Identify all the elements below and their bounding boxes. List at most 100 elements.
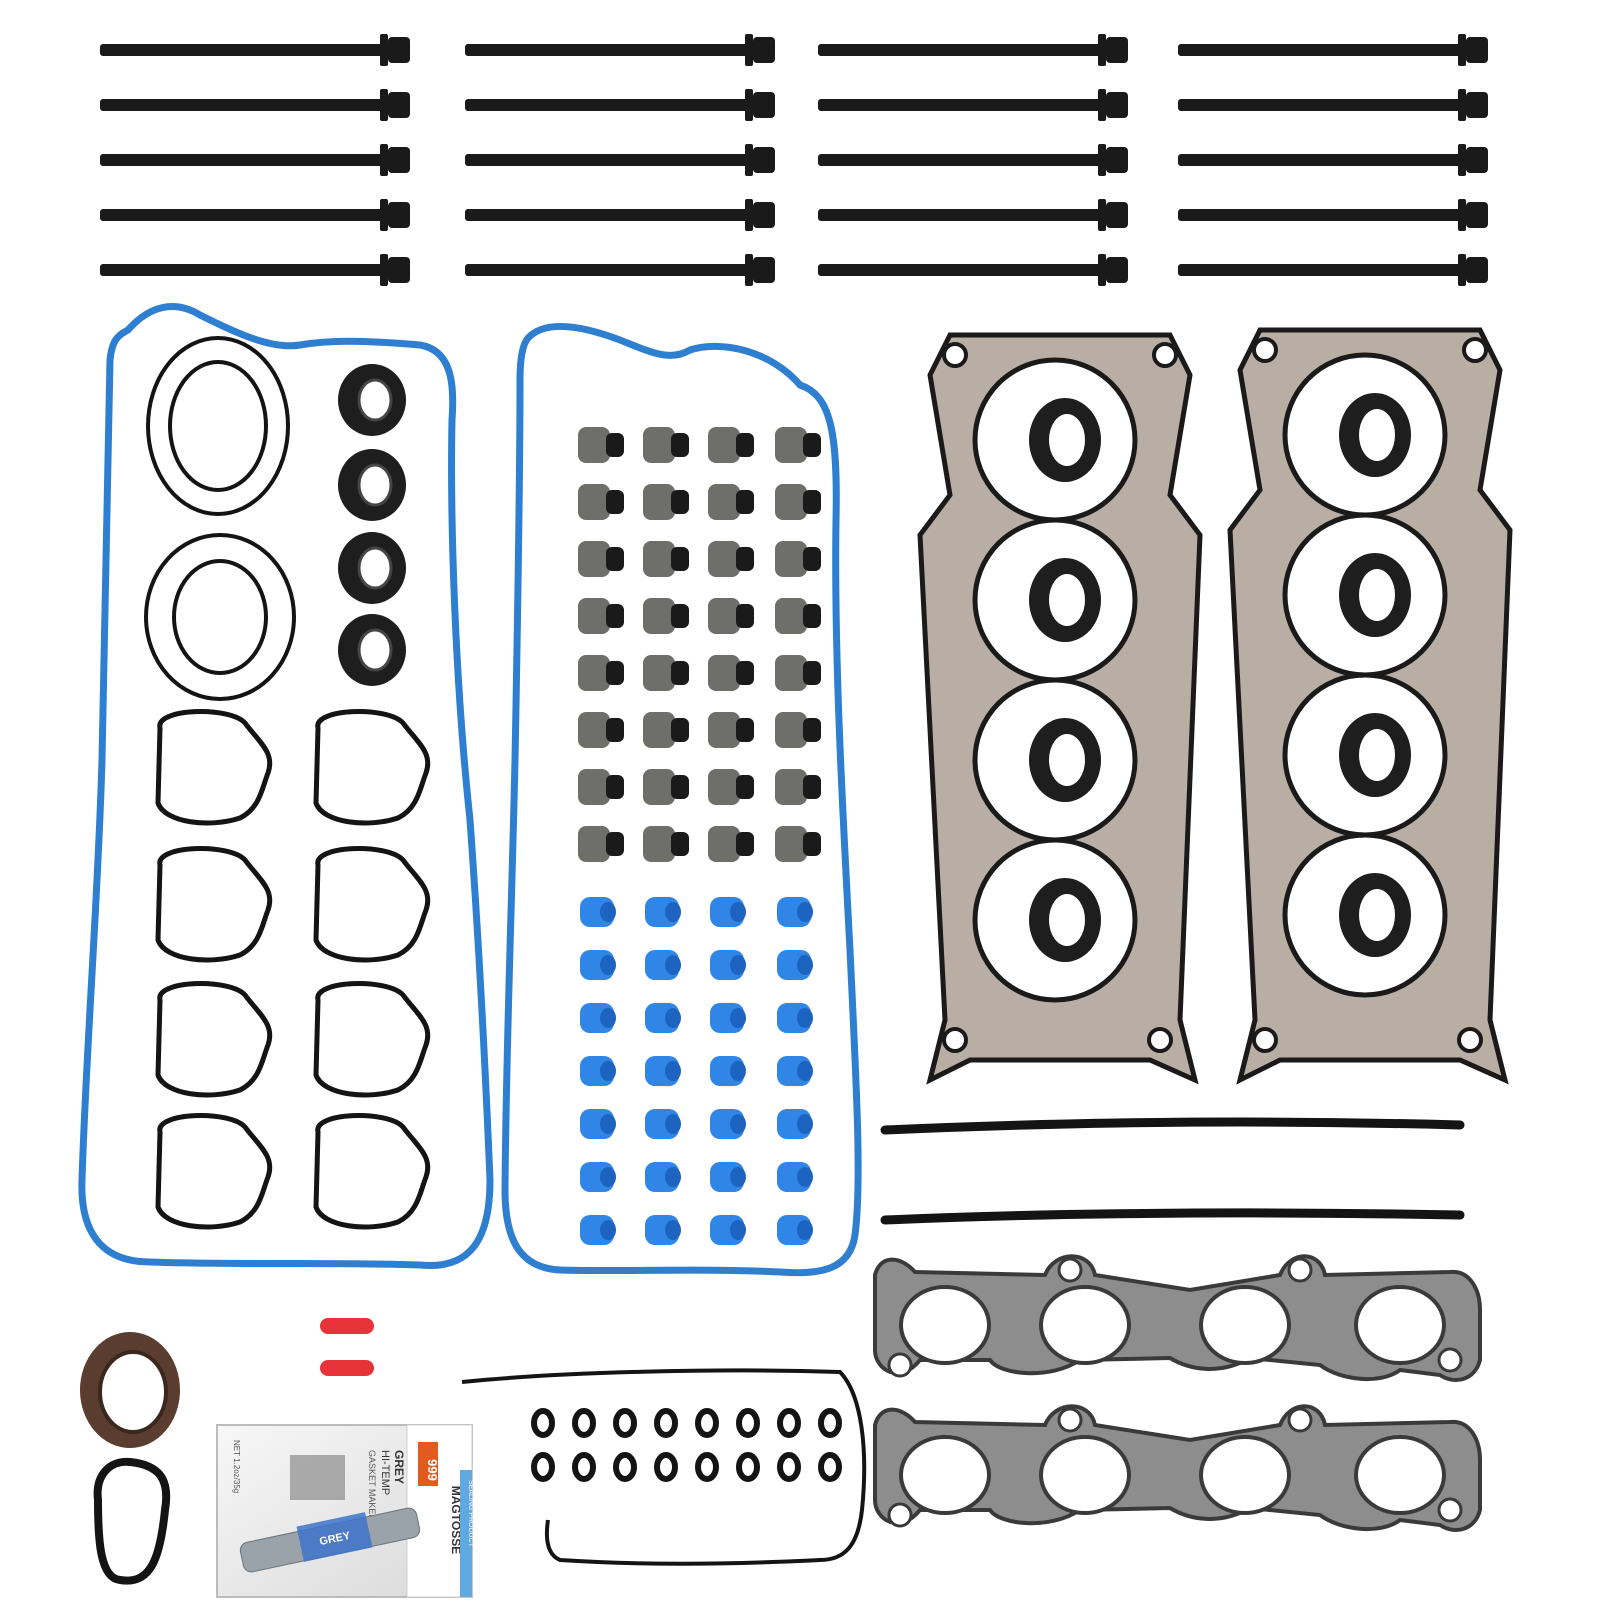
valve-stem-seal-blue xyxy=(710,1056,746,1086)
seal-spring xyxy=(803,832,821,856)
seal-body xyxy=(708,484,740,520)
bolt-shank xyxy=(1178,154,1466,166)
valve-stem-seal-blue xyxy=(580,1109,616,1139)
valve-stem-seal-blue xyxy=(580,950,616,980)
spark-plug-tube-seals xyxy=(338,364,406,686)
head-bolt xyxy=(818,254,1128,286)
seal-lip xyxy=(600,955,616,975)
bolt-head xyxy=(388,37,410,63)
valve-stem-seal xyxy=(578,769,624,805)
seal-body xyxy=(708,541,740,577)
bolt-flange xyxy=(1458,144,1466,176)
bolt-shank xyxy=(818,154,1106,166)
valve-stem-seal-blue xyxy=(645,897,681,927)
bore-seal-hole xyxy=(1359,729,1395,781)
exhaust-bolt-hole xyxy=(1437,1497,1463,1523)
bolt-shank xyxy=(100,264,388,276)
seal-spring xyxy=(736,490,754,514)
bore-seal-hole xyxy=(1049,414,1085,466)
valve-stem-seal-blue xyxy=(710,1003,746,1033)
small-oring xyxy=(736,1452,760,1482)
valve-stem-seal-blue xyxy=(710,1215,746,1245)
head-bolt xyxy=(818,199,1128,231)
bore-seal-hole xyxy=(1359,409,1395,461)
seal-spring xyxy=(606,718,624,742)
small-oring xyxy=(168,360,268,492)
valve-stem-seal-blue xyxy=(645,950,681,980)
bolt-hole xyxy=(1252,337,1278,363)
seal-body xyxy=(578,598,610,634)
seal-lip xyxy=(730,1114,746,1134)
valve-stem-seal xyxy=(775,712,821,748)
valve-stem-seal xyxy=(643,826,689,862)
bolt-head xyxy=(1106,202,1128,228)
bolt-flange xyxy=(1098,254,1106,286)
small-oring xyxy=(531,1452,555,1482)
seal-body xyxy=(775,427,807,463)
exhaust-port xyxy=(899,1435,991,1515)
valve-stem-seal xyxy=(578,541,624,577)
valve-stem-seal xyxy=(775,598,821,634)
head-bolt xyxy=(465,34,775,66)
seal-hole xyxy=(357,628,393,672)
bolt-flange xyxy=(745,34,753,66)
head-bolts xyxy=(100,34,1488,286)
seal-body xyxy=(578,769,610,805)
bolt-shank xyxy=(100,209,388,221)
valve-stem-seal-blue xyxy=(580,1003,616,1033)
exhaust-port xyxy=(1354,1435,1446,1515)
seal-body xyxy=(708,826,740,862)
head-bolt xyxy=(100,34,410,66)
bolt-hole xyxy=(1457,1027,1483,1053)
bolt-head xyxy=(753,202,775,228)
bolt-head xyxy=(753,92,775,118)
valve-stem-seal xyxy=(775,541,821,577)
seal-spring xyxy=(736,547,754,571)
seal-lip xyxy=(665,1220,681,1240)
exhaust-bolt-hole xyxy=(1437,1347,1463,1373)
exhaust-port xyxy=(1354,1285,1446,1365)
seal-body xyxy=(775,655,807,691)
seal-spring xyxy=(606,490,624,514)
bolt-flange xyxy=(1098,144,1106,176)
seal-lip xyxy=(797,1008,813,1028)
small-oring xyxy=(654,1452,678,1482)
bore-seal-hole xyxy=(1359,889,1395,941)
seal-lip xyxy=(797,902,813,922)
small-oring xyxy=(531,1408,555,1438)
seal-body xyxy=(775,484,807,520)
bolt-flange xyxy=(745,254,753,286)
seal-body xyxy=(643,826,675,862)
bolt-hole xyxy=(942,1027,968,1053)
bolt-shank xyxy=(818,264,1106,276)
bolt-shank xyxy=(818,44,1106,56)
bolt-hole xyxy=(1462,337,1488,363)
seal-lip xyxy=(665,955,681,975)
valve-stem-seal xyxy=(643,655,689,691)
seal-body xyxy=(578,712,610,748)
valve-stem-seal-blue xyxy=(777,897,813,927)
valve-stem-seal xyxy=(643,541,689,577)
sealant-package: 999 MAGTOSSE GREY HI-TEMP GASKET MAKER N… xyxy=(216,1424,474,1598)
head-bolt xyxy=(1178,144,1488,176)
valve-stem-seal xyxy=(775,484,821,520)
bore-seal-hole xyxy=(1049,574,1085,626)
bolt-head xyxy=(1466,202,1488,228)
seal-spring xyxy=(736,604,754,628)
valve-stem-seal-blue xyxy=(645,1003,681,1033)
seal-spring xyxy=(671,490,689,514)
head-bolt xyxy=(100,199,410,231)
bolt-shank xyxy=(465,209,753,221)
package-brand: MAGTOSSE xyxy=(449,1486,463,1554)
valve-stem-seal-blue xyxy=(580,1162,616,1192)
bolt-shank xyxy=(465,44,753,56)
valve-stem-seal-blue xyxy=(777,1056,813,1086)
head-bolt xyxy=(1178,89,1488,121)
small-oring xyxy=(695,1408,719,1438)
bolt-shank xyxy=(465,264,753,276)
bolt-shank xyxy=(100,44,388,56)
bolt-shank xyxy=(100,99,388,111)
seal-lip xyxy=(600,902,616,922)
seal-spring xyxy=(736,832,754,856)
